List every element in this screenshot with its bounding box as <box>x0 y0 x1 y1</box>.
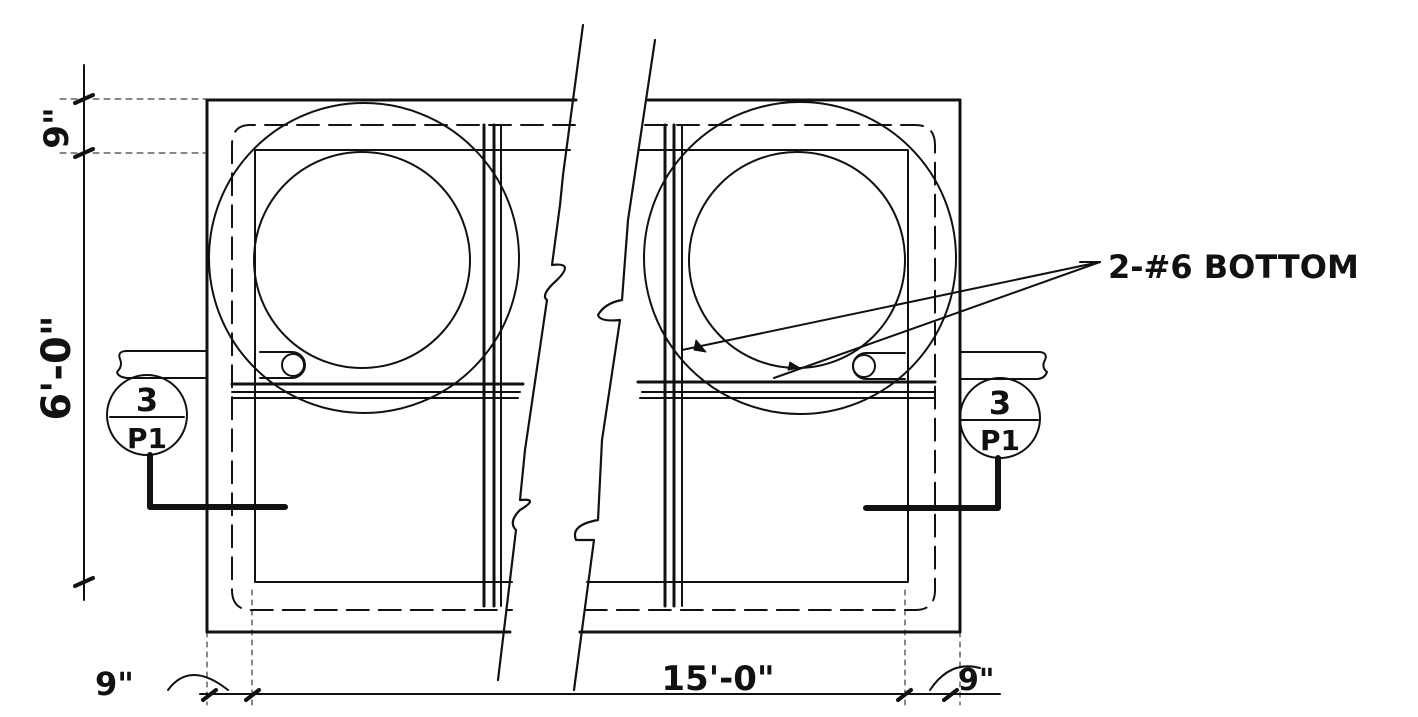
vertical-bars-right <box>663 123 683 608</box>
dashed-rebar-left <box>231 124 576 611</box>
conduit-left <box>259 351 306 379</box>
pipe-inner-circle-left <box>253 151 471 369</box>
section-mark-circle-left <box>106 374 188 456</box>
callout-leaders <box>681 261 1101 379</box>
dim-top-cover: 9" <box>37 107 77 148</box>
inner-rebar-left <box>254 149 571 583</box>
section-leader-right <box>863 455 1001 511</box>
pipe-outer-circle-left <box>208 102 520 414</box>
dashed-rebar-right <box>582 124 936 611</box>
vertical-dimension <box>59 64 208 601</box>
pipe-stub-right <box>959 351 1048 380</box>
callout-label: 2-#6 BOTTOM <box>1108 248 1359 286</box>
section-mark-sheet-right: P1 <box>980 424 1020 457</box>
conduit-right <box>852 352 906 380</box>
dim-left-cover: 9" <box>95 665 134 703</box>
slab-outline-right <box>578 98 962 634</box>
dim-height: 6'-0" <box>34 315 80 420</box>
horizontal-beam-right <box>636 380 937 399</box>
section-mark-sheet-left: P1 <box>127 422 167 455</box>
dim-right-cover: 9" <box>958 663 995 698</box>
break-line-right <box>572 38 657 692</box>
section-mark-number-right: 3 <box>989 384 1011 422</box>
inner-rebar-right <box>586 149 909 583</box>
section-mark-circle-right <box>959 377 1041 459</box>
section-leader-left <box>147 452 288 510</box>
horizontal-dimension <box>167 589 1001 706</box>
vertical-bars-left <box>482 123 502 608</box>
dim-span: 15'-0" <box>661 659 774 699</box>
break-line-left <box>496 23 585 682</box>
slab-outline-left <box>205 98 578 634</box>
pipe-stub-left <box>116 350 208 379</box>
pipe-outer-circle-right <box>643 101 957 415</box>
pipe-inner-circle-right <box>688 151 906 369</box>
horizontal-beam-left <box>230 382 525 399</box>
section-mark-number-left: 3 <box>136 381 158 419</box>
